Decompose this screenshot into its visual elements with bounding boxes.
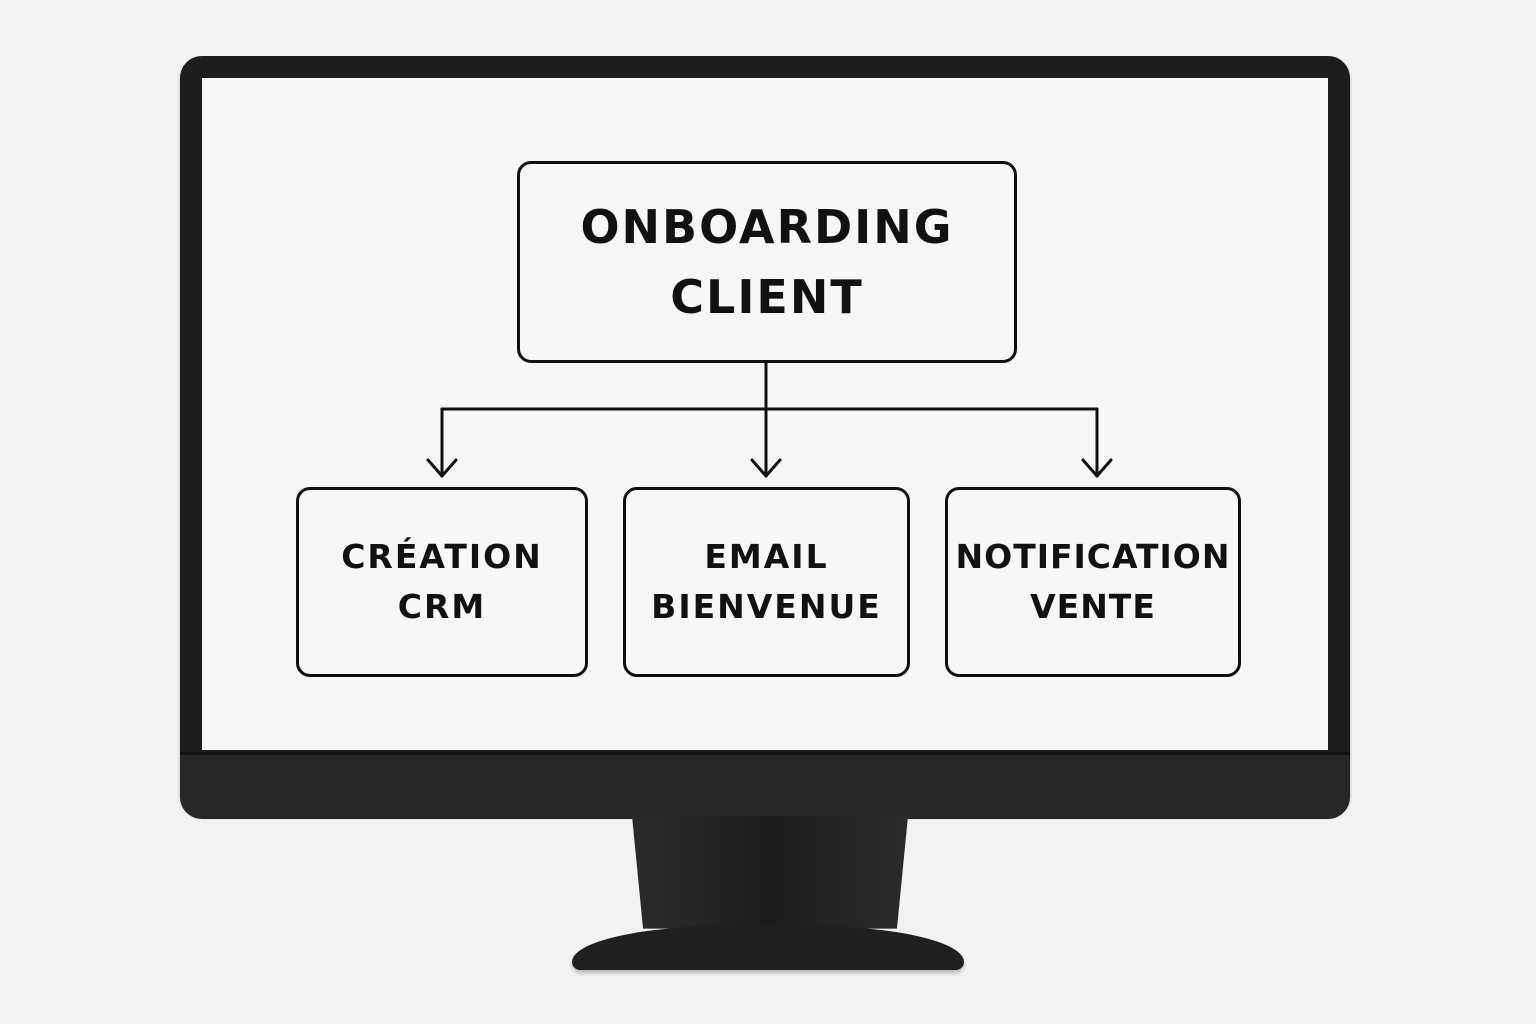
node-label-line: BIENVENUE [651, 587, 882, 626]
node-creation-crm: CRÉATION CRM [296, 487, 588, 677]
arrowhead-notification-vente [1081, 458, 1113, 478]
node-label-line: NOTIFICATION [955, 537, 1231, 576]
node-notification-vente: NOTIFICATION VENTE [945, 487, 1241, 677]
monitor-chin [180, 752, 1350, 819]
node-label-line: ONBOARDING [580, 200, 954, 254]
monitor-stand-base [572, 926, 964, 970]
node-label-line: CRÉATION [341, 537, 543, 576]
node-email-bienvenue: EMAIL BIENVENUE [623, 487, 910, 677]
monitor-stand-neck [632, 816, 908, 929]
arrowhead-creation-crm [426, 458, 458, 478]
arrowhead-email-bienvenue [750, 458, 782, 478]
node-label-line: CRM [397, 587, 487, 626]
node-label-line: EMAIL [704, 537, 829, 576]
node-label-line: VENTE [1030, 587, 1156, 626]
node-label-line: CLIENT [670, 270, 864, 324]
node-onboarding-client: ONBOARDING CLIENT [517, 161, 1017, 363]
